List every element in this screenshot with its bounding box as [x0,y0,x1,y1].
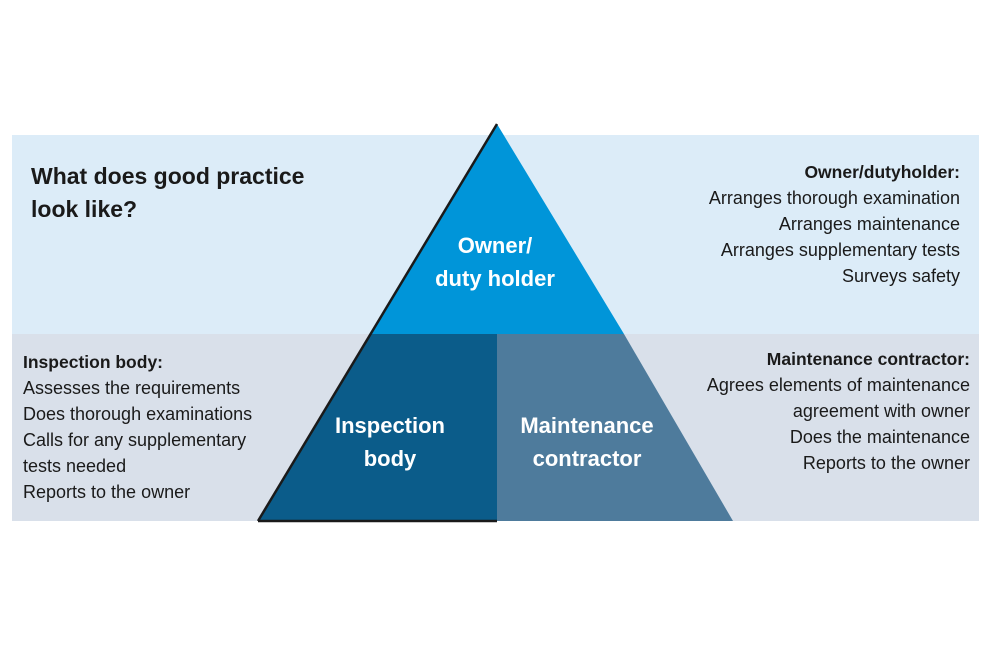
inspection-label-line-2: body [363,446,417,471]
maintenance-item: Does the maintenance [789,427,970,447]
owner-label-line-2: duty holder [435,266,555,291]
maintenance-item: agreement with owner [792,401,970,421]
question-line-1: What does good practice [31,163,305,189]
maintenance-item: Reports to the owner [802,453,970,473]
inspection-item: tests needed [23,456,127,476]
owner-item: Arranges supplementary tests [720,240,960,260]
maintenance-item: Agrees elements of maintenance [706,375,970,395]
inspection-heading: Inspection body: [23,352,163,372]
maintenance-section [497,334,733,521]
owner-section [370,124,624,334]
pyramid-left-edge [256,123,499,522]
inspection-label-line-1: Inspection [334,413,445,438]
maintenance-section-label: Maintenance contractor [497,409,677,475]
inspection-responsibilities: Inspection body: Assesses the requiremen… [23,349,303,505]
maintenance-heading: Maintenance contractor: [766,349,970,369]
question-line-2: look like? [31,196,138,222]
owner-item: Arranges thorough examination [708,188,960,208]
inspection-item: Assesses the requirements [23,378,241,398]
owner-label-line-1: Owner/ [457,233,533,258]
owner-item: Arranges maintenance [778,214,960,234]
owner-section-label: Owner/ duty holder [410,229,580,295]
inspection-section-label: Inspection body [310,409,470,475]
question-heading: What does good practice look like? [31,160,351,226]
owner-heading: Owner/dutyholder: [804,162,960,182]
maintenance-label-line-1: Maintenance [520,413,654,438]
owner-responsibilities: Owner/dutyholder: Arranges thorough exam… [620,159,960,289]
inspection-item: Reports to the owner [23,482,191,502]
inspection-section [258,334,497,521]
owner-item: Surveys safety [841,266,960,286]
maintenance-label-line-2: contractor [532,446,642,471]
maintenance-responsibilities: Maintenance contractor: Agrees elements … [650,346,970,476]
inspection-item: Calls for any supplementary [23,430,247,450]
inspection-item: Does thorough examinations [23,404,253,424]
